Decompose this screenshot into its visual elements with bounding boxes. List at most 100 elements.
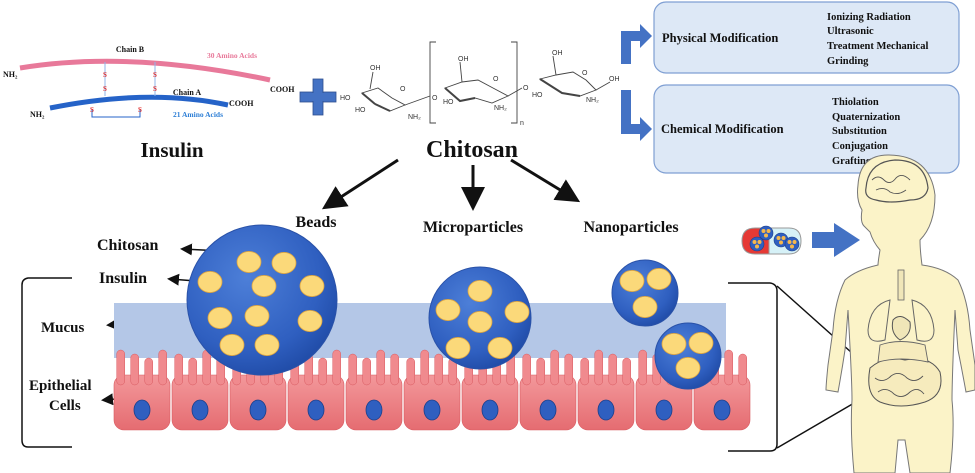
- insulin-dot: [251, 275, 277, 297]
- human-body: [825, 154, 975, 473]
- arrow-to-nanoparticles: [510, 158, 581, 203]
- microparticles-label: Microparticles: [423, 219, 523, 236]
- chain-a-count: 21 Amino Acids: [173, 110, 223, 119]
- insulin-dot: [675, 357, 701, 379]
- chemical-item: Thiolation: [832, 97, 879, 108]
- nanoparticles-label: Nanoparticles: [583, 219, 678, 236]
- brain-icon: [865, 159, 929, 203]
- intestines-icon: [868, 358, 942, 407]
- physical-item: Ultrasonic: [827, 26, 874, 37]
- nucleus: [597, 399, 615, 421]
- insulin-dot: [197, 271, 223, 293]
- insulin-dot: [254, 334, 280, 356]
- arrow-to-beads: [321, 158, 399, 210]
- epithelial-cell: [345, 349, 403, 431]
- capsule-particle: [758, 225, 774, 241]
- physical-item: Treatment Mechanical: [827, 41, 928, 52]
- chain-b-nh2: NH₂: [3, 70, 18, 79]
- chain-b-label: Chain B: [116, 45, 145, 54]
- capsule-particle: [749, 236, 765, 252]
- insulin-dot: [688, 332, 714, 354]
- atom-label: NH₂: [494, 105, 507, 112]
- chemical-item: Substitution: [832, 126, 887, 137]
- right-bracket: [728, 282, 778, 452]
- microparticle: [428, 266, 532, 370]
- nucleus: [423, 399, 441, 421]
- chain-a-nh2: NH₂: [30, 110, 45, 119]
- chain-b-count: 30 Amino Acids: [207, 51, 257, 60]
- capsule-icon: [741, 225, 802, 255]
- epithelial-cell: [519, 349, 577, 431]
- lungs-icon: [867, 299, 935, 342]
- insulin-dot: [619, 270, 645, 292]
- modification-arrow-up: [621, 24, 652, 64]
- chemical-modification-box: Chemical Modification Thiolation Quatern…: [653, 84, 960, 174]
- chemical-item: Grafting: [832, 156, 872, 167]
- disulfide-s: S: [138, 106, 142, 114]
- physical-modification-title: Physical Modification: [662, 31, 778, 45]
- mucus-label: Mucus: [41, 320, 85, 336]
- chemical-item: Conjugation: [832, 141, 888, 152]
- atom-label: OH: [458, 56, 469, 63]
- disulfide-s: S: [153, 71, 157, 79]
- insulin-dot: [271, 252, 297, 274]
- epithelial-label-2: Cells: [49, 398, 81, 414]
- nucleus: [365, 399, 383, 421]
- beads-label: Beads: [296, 214, 337, 231]
- arrow-to-body: [812, 223, 860, 257]
- chain-b-cooh: COOH: [270, 85, 295, 94]
- insulin-structure: S S S S S S Chain B 30 Amino Acids Chain…: [3, 45, 295, 162]
- insulin-dot: [299, 275, 325, 297]
- nucleus: [713, 399, 731, 421]
- nucleus: [249, 399, 267, 421]
- chemical-modification-title: Chemical Modification: [661, 122, 784, 136]
- chain-a-label: Chain A: [173, 88, 201, 97]
- repeat-subscript: n: [520, 120, 524, 127]
- bead: [186, 224, 338, 376]
- capsule-particle: [784, 236, 800, 252]
- atom-label: O: [523, 85, 529, 92]
- nanoparticle: [611, 259, 679, 327]
- nucleus: [655, 399, 673, 421]
- insulin-dot: [504, 301, 530, 323]
- atom-label: HO: [532, 92, 543, 99]
- insulin-dot: [297, 310, 323, 332]
- nanoparticle: [654, 322, 722, 390]
- chain-a-cooh: COOH: [229, 99, 254, 108]
- atom-label: OH: [609, 76, 620, 83]
- epithelial-cell: [287, 349, 345, 431]
- atom-label: OH: [552, 50, 563, 57]
- atom-label: OH: [370, 65, 381, 72]
- chemical-item: Quaternization: [832, 112, 900, 123]
- atom-label: HO: [355, 107, 366, 114]
- nucleus: [481, 399, 499, 421]
- epithelial-cell: [229, 349, 287, 431]
- physical-item: Grinding: [827, 56, 869, 67]
- epithelial-cell: [171, 349, 229, 431]
- epithelial-cells: [113, 349, 751, 431]
- nucleus: [307, 399, 325, 421]
- epithelial-cell: [403, 349, 461, 431]
- disulfide-s: S: [103, 71, 107, 79]
- plus-icon: [299, 78, 337, 116]
- disulfide-s: S: [153, 85, 157, 93]
- insulin-dot: [661, 333, 687, 355]
- chitosan-atoms: OH HO HO NH₂ O O OH HO NH₂ O n O OH HO N…: [340, 50, 620, 127]
- atom-label: HO: [340, 95, 351, 102]
- physical-modification-box: Physical Modification Ionizing Radiation…: [653, 1, 960, 74]
- atom-label: NH₂: [586, 97, 599, 104]
- atom-label: O: [400, 86, 406, 93]
- heart-icon: [891, 316, 911, 341]
- insulin-dot: [467, 280, 493, 302]
- nucleus: [539, 399, 557, 421]
- insulin-chain-a: [49, 94, 229, 111]
- insulin-dot: [487, 337, 513, 359]
- physical-item: Ionizing Radiation: [827, 12, 911, 23]
- insulin-title: Insulin: [140, 138, 203, 162]
- chitosan-label: Chitosan: [97, 237, 158, 254]
- insulin-dot: [244, 305, 270, 327]
- insulin-dot: [236, 251, 262, 273]
- atom-label: O: [582, 70, 588, 77]
- insulin-dot: [445, 337, 471, 359]
